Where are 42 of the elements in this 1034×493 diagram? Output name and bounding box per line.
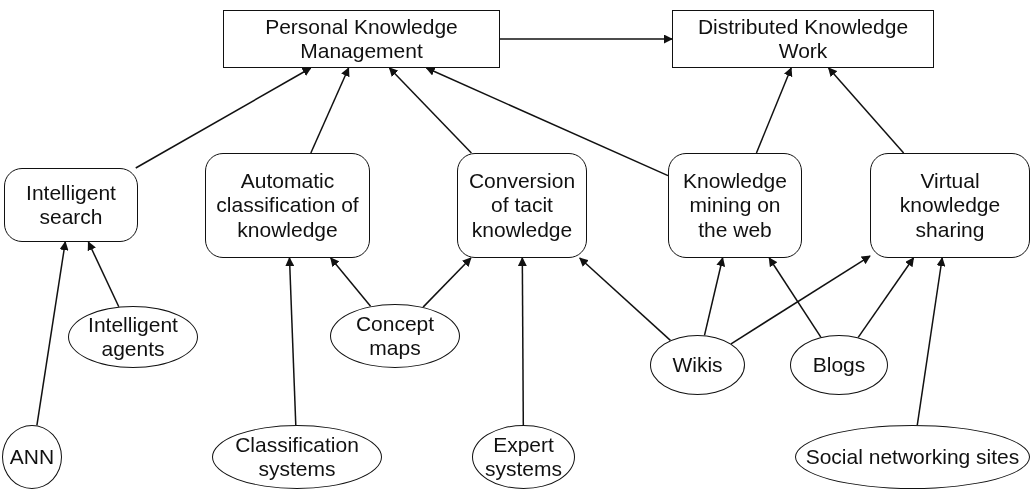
arrow — [579, 257, 672, 342]
arrow — [330, 257, 372, 308]
rounded-box — [457, 153, 587, 258]
node-label: Classification systems — [234, 432, 360, 482]
rounded-box — [205, 153, 370, 258]
node-label: Intelligent search — [25, 180, 117, 230]
node-label: ANN — [9, 444, 55, 470]
node-label: Personal Knowledge Management — [264, 14, 459, 64]
arrow — [388, 67, 473, 154]
arrow — [755, 67, 793, 154]
arrow — [425, 67, 669, 177]
node-label: Blogs — [812, 352, 866, 378]
arrow — [285, 257, 297, 426]
arrow — [87, 241, 120, 308]
node-label: Knowledge mining on the web — [682, 169, 788, 242]
oval-node — [2, 425, 62, 489]
arrow — [517, 257, 527, 426]
rounded-box — [4, 168, 138, 242]
arrow — [310, 67, 350, 154]
arrow — [768, 257, 822, 338]
node-label: Automatic classification of knowledge — [215, 169, 360, 242]
node-label: Social networking sites — [805, 444, 1020, 470]
arrow — [827, 67, 905, 154]
node-label: Concept maps — [354, 311, 436, 361]
process-box — [672, 10, 934, 68]
rounded-box — [668, 153, 802, 258]
node-label: Intelligent agents — [87, 312, 179, 362]
arrow — [730, 255, 871, 345]
process-box — [223, 10, 500, 68]
arrow — [36, 241, 69, 427]
arrow — [703, 257, 726, 337]
node-label: Wikis — [672, 352, 723, 378]
arrow — [916, 257, 946, 426]
arrow — [422, 257, 472, 308]
node-label: Conversion of tacit knowledge — [467, 169, 577, 242]
node-label: Virtual knowledge sharing — [898, 169, 1002, 242]
node-label: Distributed Knowledge Work — [696, 14, 910, 64]
node-label: Expert systems — [484, 432, 563, 482]
arrow — [857, 257, 915, 339]
arrow — [499, 34, 673, 44]
rounded-box — [870, 153, 1030, 258]
arrow — [135, 67, 312, 169]
